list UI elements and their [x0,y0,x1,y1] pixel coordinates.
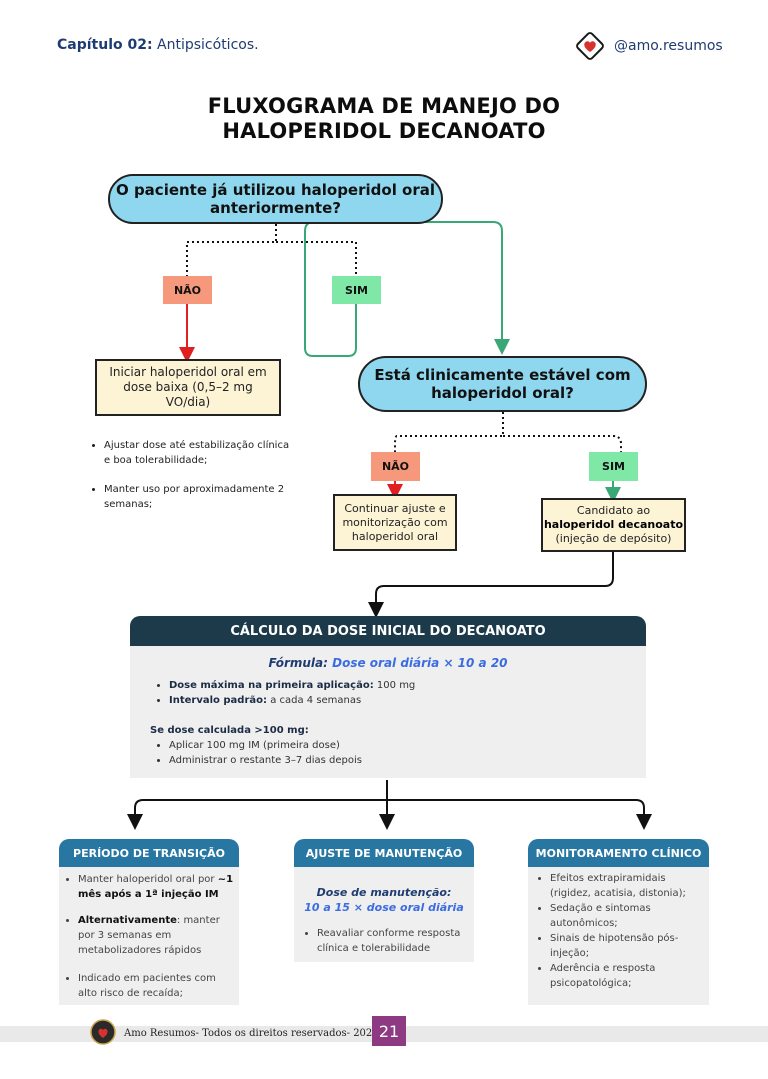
page-title-line1: FLUXOGRAMA DE MANEJO DO [207,94,561,118]
formula-value: Dose oral diária × 10 a 20 [332,656,508,670]
maintenance-section-body [294,867,474,962]
question2-line1: Está clinicamente estável com [374,366,631,384]
transition-item2-text: : manter por 3 semanas em metabolizadore… [78,915,220,956]
start-bullet-2: Manter uso por aproximadamente 2 semanas… [104,482,290,512]
transition-item-2: Alternativamente: manter por 3 semanas e… [78,913,236,958]
calc-to-sections-connector [134,780,645,822]
calc-section-body [130,646,646,778]
formula-label: Fórmula: [268,656,328,670]
chapter-name: Antipsicóticos. [157,37,259,53]
start-bullet-1: Ajustar dose até estabilização clínica e… [104,438,290,468]
calc-over-list: Aplicar 100 mg IM (primeira dose) Admini… [155,738,625,768]
q1-yes-tag: SIM [332,276,381,304]
monitoring-item-2: Sedação e sintomas autonômicos; [550,901,706,931]
transition-item1-bold: ~1 mês após a 1ª injeção IM [78,874,234,900]
transition-item1-text: Manter haloperidol oral por [78,874,215,885]
social-handle: @amo.resumos [614,38,723,54]
start-bullet-list: Ajustar dose até estabilização clínica e… [90,438,290,512]
calc-max-dose: Dose máxima na primeira aplicação: 100 m… [169,678,625,693]
start-box-line2: dose baixa (0,5–2 mg [123,380,253,394]
transition-list: Manter haloperidol oral por ~1 mês após … [64,872,236,1001]
calc-section-header: CÁLCULO DA DOSE INICIAL DO DECANOATO [130,616,646,646]
question-clinically-stable: Está clinicamente estável com haloperido… [358,356,647,412]
q2-yes-tag: SIM [589,452,638,481]
chapter-heading: Capítulo 02: Antipsicóticos. [57,37,259,53]
q2-no-tag: NÃO [371,452,420,481]
q1-yes-loop [304,221,510,357]
calc-over-item-2: Administrar o restante 3–7 dias depois [169,753,625,768]
calc-formula: Fórmula: Dose oral diária × 10 a 20 [130,656,646,670]
monitoring-item-1: Efeitos extrapiramidais (rigidez, acatis… [550,871,706,901]
start-oral-box: Iniciar haloperidol oral em dose baixa (… [95,359,281,416]
heart-logo-icon [574,30,606,62]
continue-oral-box: Continuar ajuste e monitorização com hal… [333,494,457,551]
page-title: FLUXOGRAMA DE MANEJO DO HALOPERIDOL DECA… [0,94,768,144]
chapter-label: Capítulo 02: [57,37,153,53]
monitoring-section-header: MONITORAMENTO CLÍNICO [528,839,709,867]
maintenance-list: Reavaliar conforme resposta clínica e to… [303,926,471,956]
candidate-box-line2: haloperidol decanoato [543,518,684,531]
footer-heart-logo-icon [90,1019,116,1045]
maintenance-item-1: Reavaliar conforme resposta clínica e to… [317,926,471,956]
transition-section-body [59,867,239,1005]
footer-copyright: Amo Resumos- Todos os direitos reservado… [124,1028,379,1039]
candidate-box-line3: (injeção de depósito) [555,532,672,545]
continue-box-line2: monitorização com [342,515,448,529]
monitoring-item-3: Sinais de hipotensão pós-injeção; [550,931,706,961]
question-previous-oral-use: O paciente já utilizou haloperidol oral … [108,174,443,224]
transition-item-3: Indicado em pacientes com alto risco de … [78,971,236,1001]
monitoring-item-4: Aderência e resposta psicopatológica; [550,961,706,991]
question1-line2: anteriormente? [210,199,341,217]
continue-box-line3: haloperidol oral [351,529,439,543]
calc-interval-label: Intervalo padrão: [169,695,267,706]
transition-item-1: Manter haloperidol oral por ~1 mês após … [78,872,236,902]
monitoring-section-body [528,867,709,1005]
monitoring-list: Efeitos extrapiramidais (rigidez, acatis… [536,871,706,991]
q1-no-tag: NÃO [163,276,212,304]
page-number: 21 [372,1016,406,1046]
calc-key-values: Dose máxima na primeira aplicação: 100 m… [155,678,625,708]
transition-section-header: PERÍODO DE TRANSIÇÃO [59,839,239,867]
start-box-line3: VO/dia) [165,395,211,409]
calc-over-item-1: Aplicar 100 mg IM (primeira dose) [169,738,625,753]
maintenance-dose: Dose de manutenção: 10 a 15 × dose oral … [294,885,474,915]
calc-over-title: Se dose calculada >100 mg: [150,725,309,736]
start-box-line1: Iniciar haloperidol oral em [109,365,267,379]
q2-split-connector [394,412,622,452]
calc-interval: Intervalo padrão: a cada 4 semanas [169,693,625,708]
continue-box-line1: Continuar ajuste e [344,501,446,515]
candidate-box-line1: Candidato ao [576,504,651,517]
page-title-line2: HALOPERIDOL DECANOATO [222,119,546,143]
question2-line2: haloperidol oral? [431,384,574,402]
calc-interval-value: a cada 4 semanas [270,695,362,706]
calc-max-label: Dose máxima na primeira aplicação: [169,680,374,691]
candidate-to-calc-arrow [368,552,614,618]
transition-item2-bold: Alternativamente [78,915,177,926]
candidate-decanoate-box: Candidato ao haloperidol decanoato (inje… [541,498,686,552]
q1-split-connector [186,224,357,276]
calc-max-value: 100 mg [376,680,416,691]
maintenance-dose-label: Dose de manutenção: [316,886,452,899]
maintenance-dose-value: 10 a 15 × dose oral diária [304,901,464,914]
maintenance-section-header: AJUSTE DE MANUTENÇÃO [294,839,474,867]
question1-line1: O paciente já utilizou haloperidol oral [115,181,436,199]
